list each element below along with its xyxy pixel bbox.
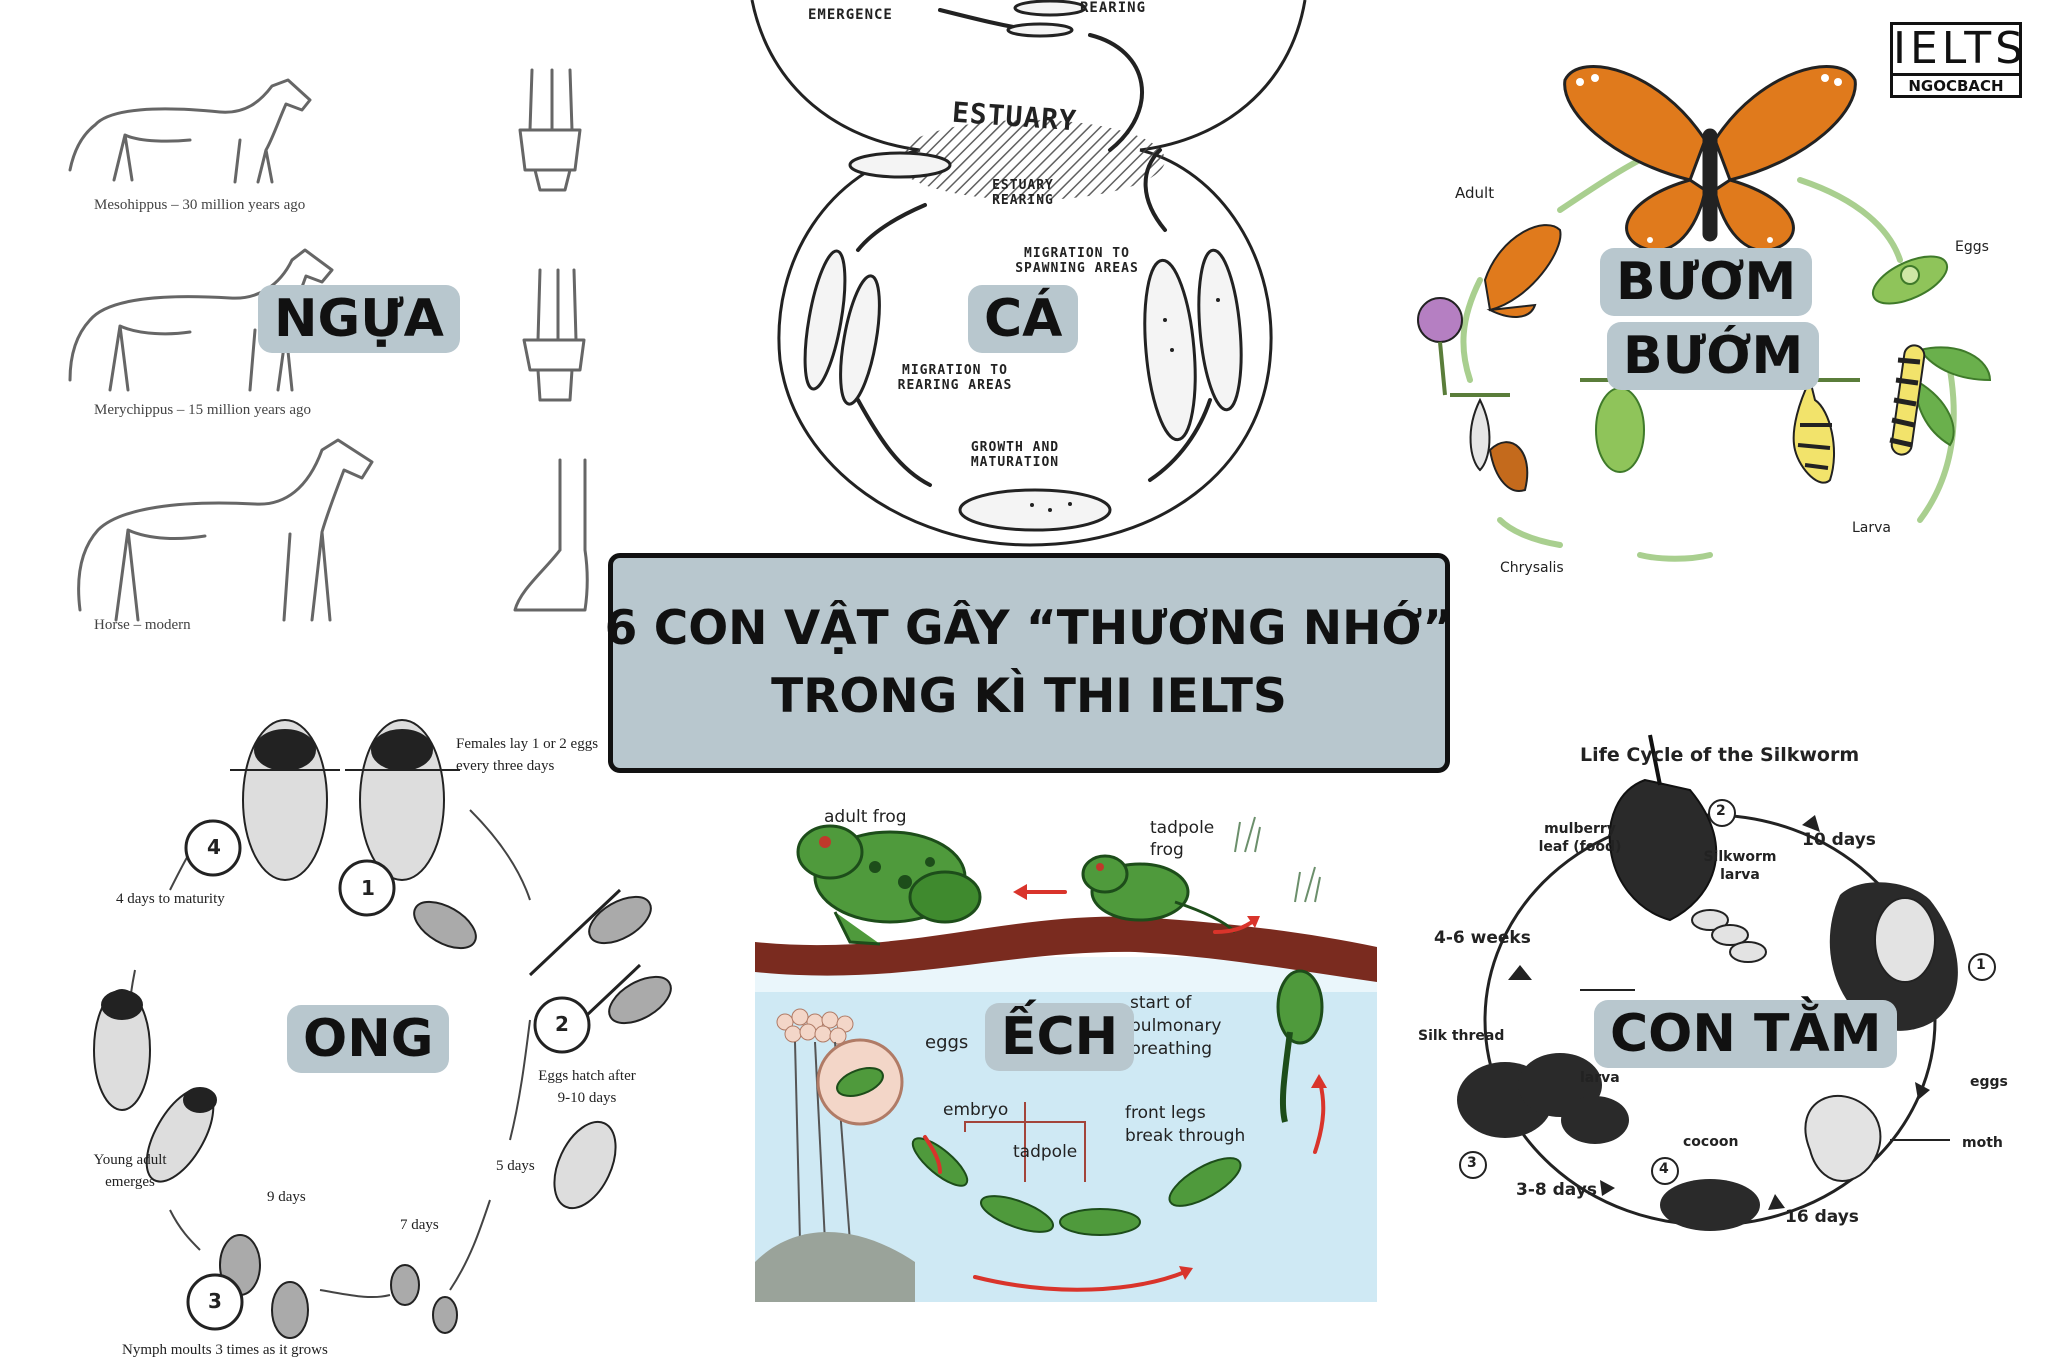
- frog-label-front-legs: front legs break through: [1125, 1103, 1246, 1146]
- silkworm-tag: CON TẰM: [1594, 1000, 1898, 1068]
- frog-label-tadpole-frog: tadpole frog: [1150, 818, 1215, 861]
- horse-caption-modern: Horse – modern: [94, 617, 191, 633]
- frog-label-pulmonary: start of pulmonary breathing: [1130, 993, 1222, 1059]
- silkworm-step-2: 2: [1716, 803, 1726, 819]
- frog-label-tadpole: tadpole: [1013, 1142, 1078, 1162]
- logo-bottom-text: NGOCBACH: [1893, 73, 2019, 96]
- bee-panel: 1 2 3 4 Females lay 1 or 2 eggs every th…: [80, 719, 672, 1365]
- bee-step-1: 1: [361, 876, 375, 900]
- bee-label-nymph: Nymph moults 3 times as it grows: [122, 1342, 328, 1358]
- frog-tag: ẾCH: [985, 1003, 1135, 1071]
- silkworm-label-sixteen-days: 16 days: [1785, 1207, 1859, 1227]
- title-box: 6 CON VẬT GÂY “THƯƠNG NHỚ” TRONG KÌ THI …: [605, 553, 1453, 773]
- silkworm-panel: Life Cycle of the Silkworm 1 2 3 4 mulbe…: [1410, 730, 2020, 1250]
- silkworm-label-moth: moth: [1962, 1135, 2003, 1151]
- fish-tag: CÁ: [968, 285, 1079, 353]
- butterfly-panel: Adult Eggs Larva Chrysalis: [1360, 50, 2000, 590]
- fish-label-growth: GROWTH AND MATURATION: [970, 440, 1060, 470]
- fish-label-emergence: EMERGENCE: [808, 7, 893, 23]
- bee-step-3: 3: [208, 1289, 222, 1313]
- silkworm-label-larva-top: Silkworm larva: [1703, 849, 1777, 884]
- silkworm-label-cocoon: cocoon: [1683, 1134, 1739, 1150]
- fish-label-estuary-rearing: ESTUARY REARING: [992, 178, 1054, 208]
- butterfly-label-larva: Larva: [1852, 520, 1891, 536]
- silkworm-label-ten-days: 10 days: [1802, 830, 1876, 850]
- fish-label-migration-spawning: MIGRATION TO SPAWNING AREAS: [1015, 246, 1139, 276]
- frog-label-embryo: embryo: [943, 1100, 1009, 1120]
- fish-label-migration-rearing: MIGRATION TO REARING AREAS: [897, 363, 1013, 393]
- frog-label-adult: adult frog: [824, 807, 907, 827]
- butterfly-lifecycle-illustration: [1417, 65, 1992, 562]
- silkworm-label-silk-thread: Silk thread: [1418, 1028, 1505, 1044]
- bee-tag: ONG: [287, 1005, 450, 1073]
- silkworm-step-3: 3: [1467, 1155, 1477, 1171]
- logo-top-text: IELTS: [1893, 23, 2028, 74]
- title-line-1: 6 CON VẬT GÂY “THƯƠNG NHỚ”: [604, 600, 1454, 656]
- fish-lifecycle-illustration: [750, 0, 1307, 547]
- silkworm-label-mulberry: mulberry leaf (food): [1538, 821, 1622, 856]
- horse-caption-mesohippus: Mesohippus – 30 million years ago: [94, 197, 306, 213]
- butterfly-label-adult: Adult: [1455, 184, 1495, 202]
- bee-label-five-days: 5 days: [496, 1158, 535, 1174]
- horse-panel: Mesohippus – 30 million years ago Merych…: [40, 30, 600, 650]
- butterfly-tag-line1: BƯƠM: [1600, 248, 1813, 316]
- horse-tag: NGỰA: [258, 285, 460, 353]
- silkworm-title: Life Cycle of the Silkworm: [1580, 744, 1860, 766]
- silkworm-label-four-six-weeks: 4-6 weeks: [1434, 928, 1531, 948]
- fish-panel: EMERGENCE REARING ESTUARY ESTUARY REARIN…: [740, 0, 1320, 555]
- silkworm-step-4: 4: [1659, 1161, 1669, 1177]
- bee-label-young-adult: Young adult emerges: [93, 1152, 167, 1190]
- bee-label-seven-days: 7 days: [400, 1217, 439, 1233]
- frog-panel: adult frog tadpole frog eggs start of pu…: [755, 782, 1377, 1302]
- butterfly-label-eggs: Eggs: [1955, 239, 1989, 255]
- silkworm-label-eggs: eggs: [1970, 1074, 2008, 1090]
- silkworm-label-larva: larva: [1580, 1070, 1620, 1086]
- title-line-2: TRONG KÌ THI IELTS: [771, 669, 1287, 724]
- bee-step-4: 4: [207, 835, 221, 859]
- fish-label-rearing: REARING: [1080, 0, 1147, 16]
- silkworm-lifecycle-illustration: [1457, 734, 1996, 1231]
- silkworm-step-1: 1: [1976, 957, 1986, 973]
- butterfly-label-chrysalis: Chrysalis: [1500, 560, 1564, 576]
- bee-label-nine-days: 9 days: [267, 1189, 306, 1205]
- bee-label-hatch: Eggs hatch after 9-10 days: [538, 1068, 636, 1106]
- frog-label-eggs: eggs: [925, 1032, 969, 1053]
- ielts-ngocbach-logo: IELTS NGOCBACH: [1890, 22, 2028, 98]
- bee-label-maturity: 4 days to maturity: [116, 891, 225, 907]
- silkworm-label-three-eight-days: 3-8 days: [1516, 1180, 1597, 1200]
- bee-lifecycle-illustration: [93, 719, 672, 1339]
- bee-step-2: 2: [555, 1012, 569, 1036]
- bee-label-females: Females lay 1 or 2 eggs every three days: [456, 736, 599, 774]
- horse-caption-merychippus: Merychippus – 15 million years ago: [94, 402, 312, 418]
- butterfly-tag-line2: BƯỚM: [1607, 322, 1820, 390]
